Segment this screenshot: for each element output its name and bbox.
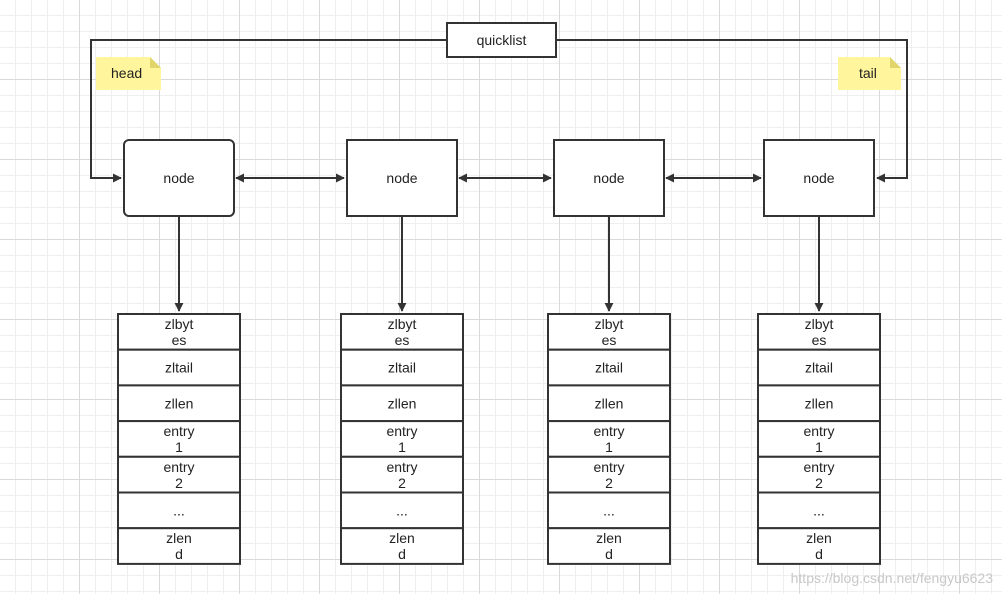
zllen-cell: [117, 384, 241, 423]
cell-label: ...: [173, 502, 185, 518]
node-box-4: node: [763, 139, 875, 217]
cell-label: zlen: [806, 530, 832, 546]
cell-label: 2: [398, 475, 406, 491]
entry2-cell: [340, 455, 464, 494]
cell-label: entry: [163, 423, 194, 439]
cell-label: zlbyt: [165, 316, 194, 332]
zllen-cell: [757, 384, 881, 423]
zlend-cell: [117, 527, 241, 565]
cell-label: ...: [813, 502, 825, 518]
node-box-2: node: [346, 139, 458, 217]
ziplist-stacks: zlbyteszltailzllenentry1entry2...zlendzl…: [117, 313, 881, 565]
head-label: head: [111, 65, 142, 81]
cell-label: zltail: [165, 360, 193, 376]
cell-label: entry: [593, 459, 624, 475]
cell-label: zllen: [805, 395, 834, 411]
cell-label: 1: [605, 439, 613, 455]
cell-label: d: [398, 546, 406, 562]
cell-label: 1: [815, 439, 823, 455]
cell-label: zltail: [595, 360, 623, 376]
cell-label: zlbyt: [595, 316, 624, 332]
zlbytes-cell: [757, 313, 881, 351]
tail-label: tail: [859, 65, 877, 81]
entry1-cell: [547, 420, 671, 458]
cell-label: zltail: [388, 360, 416, 376]
cell-label: 2: [815, 475, 823, 491]
cell-label: entry: [163, 459, 194, 475]
zlend-cell: [340, 527, 464, 565]
node-box-3: node: [553, 139, 665, 217]
ellipsis-cell: [340, 491, 464, 530]
cell-label: zlen: [389, 530, 415, 546]
node-label: node: [803, 170, 834, 186]
watermark: https://blog.csdn.net/fengyu6623: [791, 570, 994, 586]
cell-label: 1: [175, 439, 183, 455]
head-note: head: [96, 57, 161, 90]
cell-label: zlbyt: [805, 316, 834, 332]
cell-label: 1: [398, 439, 406, 455]
cell-label: es: [812, 332, 827, 348]
zlend-cell: [757, 527, 881, 565]
entry2-cell: [117, 455, 241, 494]
cell-label: zltail: [805, 360, 833, 376]
cell-label: 2: [605, 475, 613, 491]
cell-label: entry: [386, 459, 417, 475]
cell-label: entry: [803, 423, 834, 439]
cell-label: es: [172, 332, 187, 348]
cell-label: zllen: [165, 395, 194, 411]
node-box-1: node: [123, 139, 235, 217]
cell-label: zlen: [166, 530, 192, 546]
zlend-cell: [547, 527, 671, 565]
cell-label: zlbyt: [388, 316, 417, 332]
cell-label: zlen: [596, 530, 622, 546]
quicklist-label: quicklist: [477, 32, 527, 48]
cell-label: d: [605, 546, 613, 562]
cell-label: es: [395, 332, 410, 348]
tail-connector: [556, 39, 908, 183]
cell-label: entry: [593, 423, 624, 439]
zltail-cell: [547, 348, 671, 387]
cell-label: zllen: [595, 395, 624, 411]
cell-label: entry: [803, 459, 834, 475]
node-label: node: [593, 170, 624, 186]
cell-label: es: [602, 332, 617, 348]
cell-label: d: [175, 546, 183, 562]
cell-label: d: [815, 546, 823, 562]
quicklist-box: quicklist: [446, 22, 557, 58]
node-label: node: [163, 170, 194, 186]
cell-label: 2: [175, 475, 183, 491]
cell-label: ...: [603, 502, 615, 518]
tail-note: tail: [838, 57, 901, 90]
zltail-cell: [757, 348, 881, 387]
ellipsis-cell: [117, 491, 241, 530]
entry2-cell: [547, 455, 671, 494]
cell-label: entry: [386, 423, 417, 439]
zlbytes-cell: [547, 313, 671, 351]
cell-label: ...: [396, 502, 408, 518]
cell-label: zllen: [388, 395, 417, 411]
node-label: node: [386, 170, 417, 186]
head-connector: [90, 39, 447, 183]
